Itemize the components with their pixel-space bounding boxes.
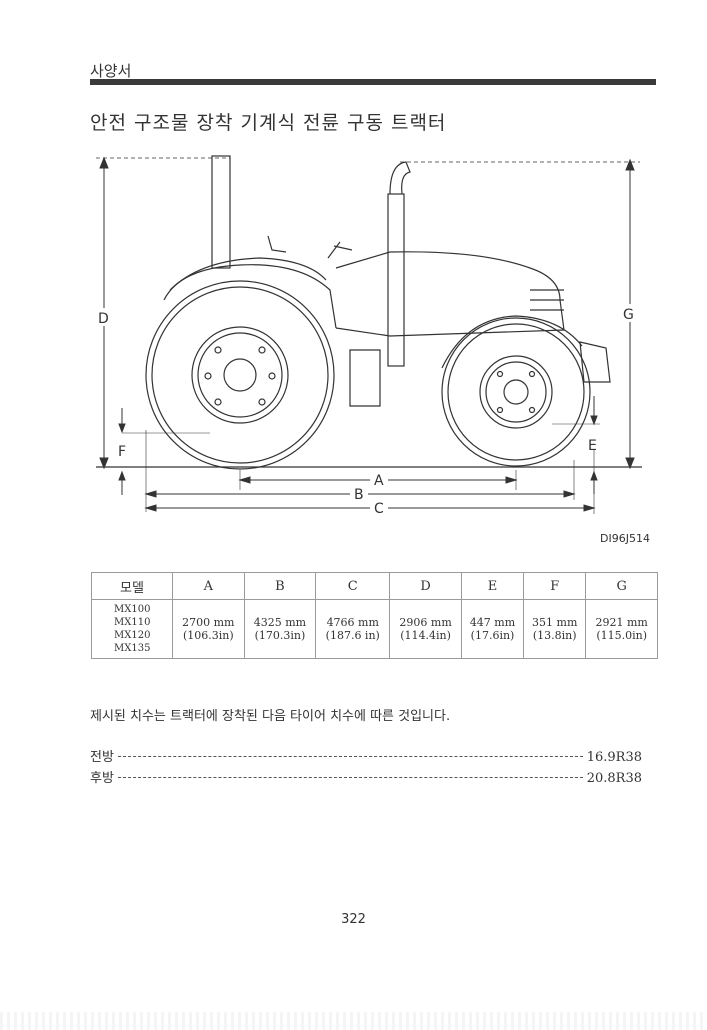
label-F: F (118, 444, 126, 460)
tire-row-front: 전방 16.9R38 (90, 746, 642, 765)
dim-cell-A: 2700 mm(106.3in) (172, 599, 245, 659)
dim-cell-B: 4325 mm(170.3in) (243, 599, 317, 659)
leader-dashes (117, 756, 583, 757)
section-label: 사양서 (90, 62, 132, 80)
model-name: MX100 (114, 604, 151, 615)
col-header: 모델 (91, 572, 173, 600)
tire-note: 제시된 치수는 트랙터에 장착된 다음 타이어 치수에 따른 것입니다. (90, 709, 451, 724)
tractor-dimension-diagram: A B C D E F G (96, 155, 642, 517)
label-C: C (374, 501, 384, 517)
table-header-row: 모델 A B C D E F G (91, 572, 658, 600)
label-D: D (98, 311, 109, 327)
header-rule (90, 79, 656, 85)
hood (335, 251, 565, 337)
dim-cell-G: 2921 mm(115.0in) (585, 599, 658, 659)
tire-size: 20.8R38 (586, 771, 642, 786)
dim-cell-E: 447 mm(17.6in) (460, 599, 525, 659)
col-header: G (585, 572, 658, 600)
dim-cell-C: 4766 mm(187.6 in) (315, 599, 391, 659)
col-header: B (243, 572, 317, 600)
page-title: 안전 구조물 장착 기계식 전륜 구동 트랙터 (90, 112, 447, 134)
model-name: MX110 (114, 617, 151, 628)
table-row: MX100 MX110 MX120 MX135 2700 mm(106.3in)… (91, 599, 658, 659)
label-E: E (588, 438, 597, 454)
label-G: G (623, 307, 634, 323)
tire-label: 전방 (90, 750, 114, 765)
rear-wheel (145, 280, 335, 470)
col-header: C (315, 572, 391, 600)
rear-fender (163, 264, 337, 329)
tire-size: 16.9R38 (586, 750, 642, 765)
scan-edge (0, 1012, 707, 1030)
dim-cell-D: 2906 mm(114.4in) (389, 599, 462, 659)
exhaust-pipe (387, 193, 405, 367)
dim-cell-F: 351 mm(13.8in) (523, 599, 587, 659)
model-name: MX135 (114, 643, 151, 654)
page-number: 322 (341, 912, 366, 927)
col-header: E (460, 572, 525, 600)
col-header: F (523, 572, 587, 600)
col-header: D (389, 572, 462, 600)
rops-post (211, 155, 231, 269)
tire-row-rear: 후방 20.8R38 (90, 767, 642, 786)
leader-dashes (117, 777, 583, 778)
model-list-cell: MX100 MX110 MX120 MX135 (91, 599, 173, 659)
tire-label: 후방 (90, 771, 114, 786)
figure-code: DI96J514 (600, 532, 650, 545)
label-B: B (354, 487, 364, 503)
spec-table: 모델 A B C D E F G MX100 MX110 MX120 MX135… (91, 572, 658, 659)
front-wheel (441, 317, 591, 467)
label-A: A (374, 473, 384, 489)
model-name: MX120 (114, 630, 151, 641)
col-header: A (172, 572, 245, 600)
